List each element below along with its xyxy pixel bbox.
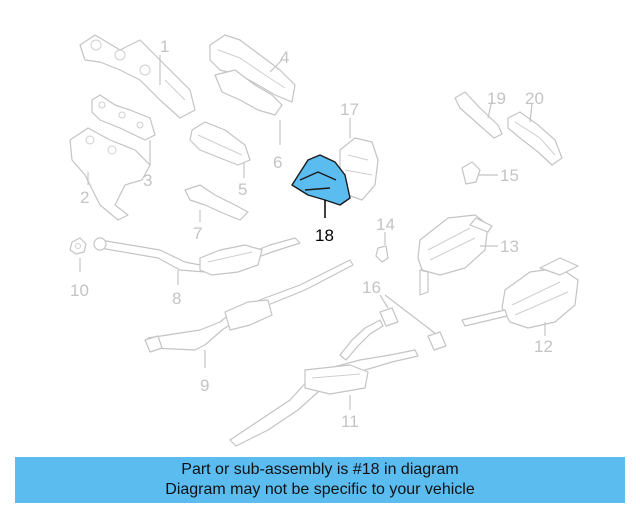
callout-1[interactable]: 1 [160,37,169,56]
part-19-bracket[interactable] [454,91,503,139]
callout-9[interactable]: 9 [200,376,209,395]
part-8-front-pipe-converter[interactable] [93,237,301,276]
part-11-center-pipe-resonator[interactable] [229,319,419,447]
callout-4[interactable]: 4 [280,48,289,67]
part-7-bracket[interactable] [184,184,249,221]
part-13-muffler[interactable] [417,214,493,296]
callout-5[interactable]: 5 [238,180,247,199]
callout-13[interactable]: 13 [500,237,519,256]
part-20-bracket[interactable] [507,111,563,166]
info-banner: Part or sub-assembly is #18 in diagram D… [15,457,625,503]
part-3-manifold-gasket[interactable] [91,94,156,141]
callout-16[interactable]: 16 [362,278,381,297]
callout-3[interactable]: 3 [143,171,152,190]
part-10-gasket[interactable] [69,237,87,255]
part-18-highlight-fill [291,154,351,206]
callout-8[interactable]: 8 [172,289,181,308]
callout-2[interactable]: 2 [80,188,89,207]
part-16-clamps[interactable] [379,307,447,351]
part-12-rear-muffler[interactable] [461,257,579,329]
part-9-front-pipe-converter[interactable] [144,259,354,353]
banner-line-1: Part or sub-assembly is #18 in diagram [181,461,459,478]
callout-19[interactable]: 19 [487,89,506,108]
callout-20[interactable]: 20 [525,89,544,108]
part-4-heat-shield[interactable] [209,34,296,116]
callout-6[interactable]: 6 [273,153,282,172]
part-18-heat-shield-highlighted[interactable] [291,154,351,206]
callout-14[interactable]: 14 [376,215,395,234]
part-1-exhaust-manifold[interactable] [79,34,196,119]
part-17-heat-shield[interactable] [339,137,379,201]
part-15-hanger[interactable] [461,161,481,185]
callout-17[interactable]: 17 [340,100,359,119]
callout-12[interactable]: 12 [534,337,553,356]
callout-15[interactable]: 15 [500,166,519,185]
part-14-clip[interactable] [375,245,389,263]
banner-line-2: Diagram may not be specific to your vehi… [165,481,475,498]
callout-10[interactable]: 10 [70,281,89,300]
callout-11[interactable]: 11 [341,412,359,431]
part-5-heat-shield[interactable] [189,121,251,166]
callout-7[interactable]: 7 [193,224,202,243]
callout-18-selected[interactable]: 18 [315,226,334,245]
